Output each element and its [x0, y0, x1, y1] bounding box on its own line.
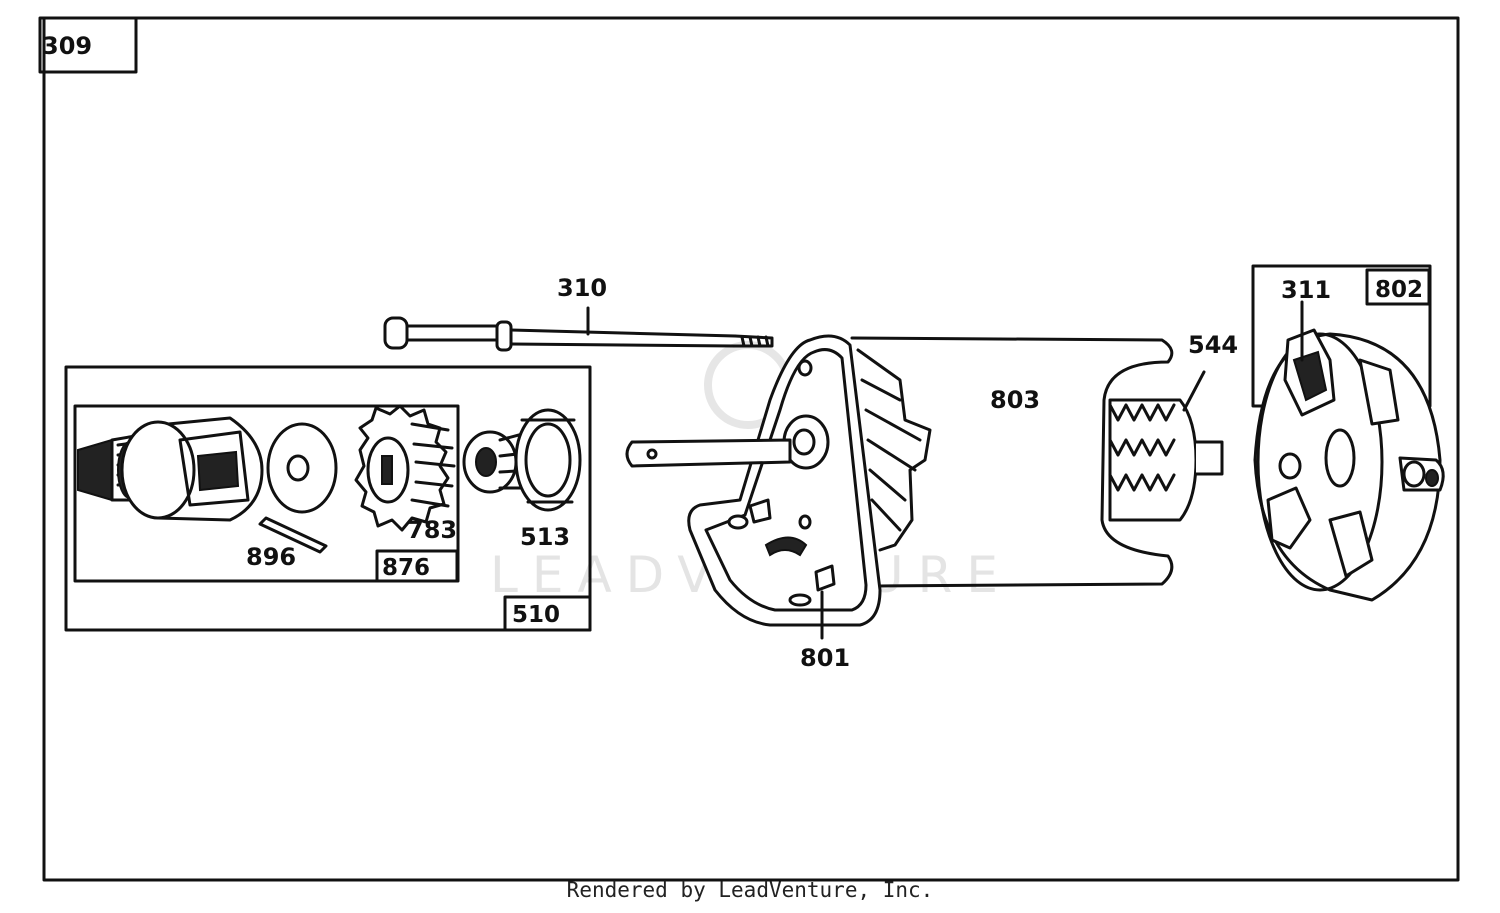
- spring-retainer-513: [462, 408, 582, 512]
- shaft: [625, 438, 792, 468]
- end-cap-802: [1253, 300, 1445, 602]
- label-896: 896: [246, 543, 296, 571]
- label-876: 876: [382, 555, 430, 581]
- label-510: 510: [512, 602, 560, 628]
- figure-number: 309: [42, 32, 92, 60]
- label-box-876: [375, 549, 459, 583]
- housing-801: [687, 334, 882, 640]
- through-bolt-310: [383, 306, 774, 352]
- label-311: 311: [1281, 276, 1331, 304]
- label-box-510: [503, 595, 592, 632]
- armature-803: [850, 336, 1174, 588]
- label-box-802: [1365, 268, 1431, 306]
- label-513: 513: [520, 523, 570, 551]
- figure-number-box: [38, 16, 138, 74]
- footer-credit: Rendered by LeadVenture, Inc.: [566, 878, 934, 902]
- washer: [266, 422, 338, 514]
- assembly-box-510: [64, 365, 592, 632]
- label-802: 802: [1375, 277, 1423, 303]
- label-544: 544: [1188, 331, 1238, 359]
- label-310: 310: [557, 274, 607, 302]
- drive-assembly: [77, 416, 264, 522]
- label-801: 801: [800, 644, 850, 672]
- commutator-544: [1108, 370, 1224, 522]
- diagram-frame: [42, 16, 1460, 882]
- label-803: 803: [990, 386, 1040, 414]
- gear-783: [354, 404, 456, 532]
- label-783: 783: [407, 516, 457, 544]
- pin-896: [258, 516, 328, 554]
- assembly-box-876: [73, 404, 460, 583]
